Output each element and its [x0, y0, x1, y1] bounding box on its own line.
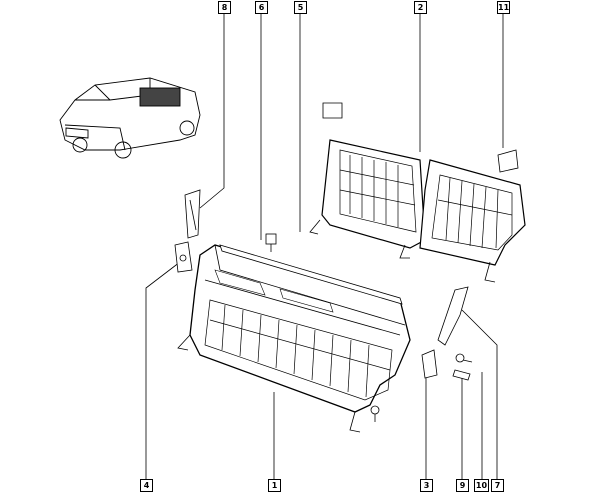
backrest-right-part-2	[419, 149, 526, 283]
callout-3: 3	[420, 479, 433, 492]
pin-part-9	[452, 369, 471, 381]
callout-2: 2	[414, 1, 427, 14]
callout-4: 4	[140, 479, 153, 492]
callout-1: 1	[268, 479, 281, 492]
bolt-bottom	[370, 405, 380, 422]
bolt-part-6	[265, 233, 277, 252]
callout-5: 5	[294, 1, 307, 14]
bar-part-5	[219, 244, 403, 305]
car-thumbnail	[59, 77, 201, 159]
bolt-part-10	[455, 353, 473, 363]
leader-lines	[145, 13, 504, 479]
callout-10: 10	[474, 479, 489, 492]
callout-8: 8	[218, 1, 231, 14]
bracket-part-4	[174, 241, 193, 273]
callout-6: 6	[255, 1, 268, 14]
lever-part-7	[437, 286, 469, 346]
backrest-left-part-2	[309, 102, 426, 259]
callout-11: 11	[497, 1, 510, 14]
latch-part-3	[421, 349, 438, 379]
callout-9: 9	[456, 479, 469, 492]
callout-7: 7	[491, 479, 504, 492]
seat-back-part-1	[177, 244, 411, 433]
hinge-part-8	[184, 189, 201, 239]
